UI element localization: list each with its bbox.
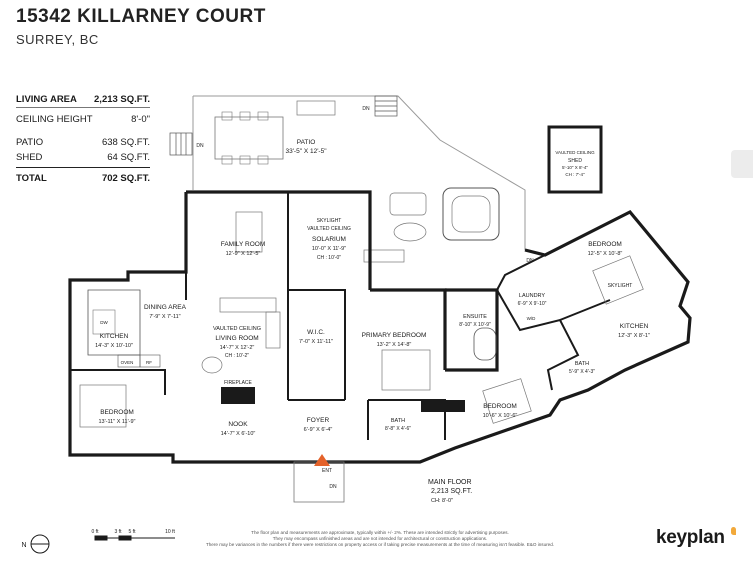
svg-text:BEDROOM: BEDROOM bbox=[588, 241, 622, 248]
svg-text:ENT: ENT bbox=[322, 468, 332, 474]
dining-table bbox=[235, 211, 263, 253]
svg-text:12'-5" X 10'-8": 12'-5" X 10'-8" bbox=[588, 251, 623, 257]
svg-text:W.I.C.: W.I.C. bbox=[307, 329, 325, 336]
sofa bbox=[219, 297, 277, 313]
svg-text:RF: RF bbox=[146, 360, 152, 365]
svg-text:CH : 7'-4": CH : 7'-4" bbox=[565, 172, 585, 177]
svg-text:8'-10" X 10'-9": 8'-10" X 10'-9" bbox=[459, 322, 491, 328]
svg-text:DW: DW bbox=[100, 320, 108, 325]
svg-text:NOOK: NOOK bbox=[228, 421, 248, 428]
bed-primary bbox=[381, 349, 431, 391]
svg-text:5'-9" X 4'-3": 5'-9" X 4'-3" bbox=[569, 369, 595, 375]
svg-text:KITCHEN: KITCHEN bbox=[620, 323, 649, 330]
svg-text:SHED: SHED bbox=[568, 158, 582, 164]
divider bbox=[16, 167, 150, 168]
svg-text:LIVING ROOM: LIVING ROOM bbox=[215, 335, 258, 342]
living-area-row: LIVING AREA 2,213 SQ.FT. bbox=[16, 94, 150, 105]
patio-row: PATIO 638 SQ.FT. bbox=[16, 137, 150, 148]
interior-walls bbox=[70, 192, 611, 440]
svg-text:7'-0" X 11'-11": 7'-0" X 11'-11" bbox=[299, 339, 333, 345]
svg-text:10'-6" X 10'-6": 10'-6" X 10'-6" bbox=[483, 413, 518, 419]
svg-text:2,213 SQ.FT.: 2,213 SQ.FT. bbox=[431, 488, 472, 495]
svg-text:PRIMARY BEDROOM: PRIMARY BEDROOM bbox=[362, 332, 427, 339]
svg-text:14'-3" X 10'-10": 14'-3" X 10'-10" bbox=[95, 343, 133, 349]
area-summary: LIVING AREA 2,213 SQ.FT. CEILING HEIGHT … bbox=[16, 92, 150, 186]
room-dims: 33'-5" X 12'-5" bbox=[285, 148, 327, 155]
svg-text:10'-0" X 11'-9": 10'-0" X 11'-9" bbox=[312, 246, 346, 252]
divider bbox=[16, 107, 150, 108]
svg-text:5 ft: 5 ft bbox=[129, 529, 137, 535]
svg-text:12'-3" X 8'-1": 12'-3" X 8'-1" bbox=[618, 333, 650, 339]
svg-text:VAULTED CEILING: VAULTED CEILING bbox=[307, 226, 351, 232]
keyplan-logo: keyplan bbox=[656, 527, 725, 548]
svg-text:W/D: W/D bbox=[527, 316, 536, 321]
entry-arrow-icon bbox=[314, 454, 330, 466]
bed-west bbox=[79, 384, 127, 428]
svg-text:12'-9" X 12'-5": 12'-9" X 12'-5" bbox=[226, 251, 261, 257]
svg-text:SKYLIGHT: SKYLIGHT bbox=[317, 218, 342, 224]
logo-accent-icon bbox=[731, 527, 736, 535]
patio-table bbox=[214, 116, 284, 160]
svg-text:FIREPLACE: FIREPLACE bbox=[224, 380, 252, 386]
svg-text:ENSUITE: ENSUITE bbox=[463, 314, 487, 320]
patio-outline bbox=[193, 95, 526, 250]
svg-text:MAIN FLOOR: MAIN FLOOR bbox=[428, 479, 472, 486]
svg-text:14'-7" X 12'-2": 14'-7" X 12'-2" bbox=[220, 345, 255, 351]
svg-text:SKYLIGHT: SKYLIGHT bbox=[608, 283, 633, 289]
svg-text:7'-9" X 7'-11": 7'-9" X 7'-11" bbox=[149, 314, 180, 320]
svg-text:13'-2" X 14'-8": 13'-2" X 14'-8" bbox=[377, 342, 412, 348]
bed-suite bbox=[592, 255, 644, 305]
svg-text:8'-8" X 4'-6": 8'-8" X 4'-6" bbox=[385, 426, 411, 432]
bed-south bbox=[482, 378, 532, 424]
svg-text:VAULTED CEILING: VAULTED CEILING bbox=[213, 326, 261, 332]
next-slide-arrow[interactable] bbox=[731, 150, 753, 178]
svg-text:LAUNDRY: LAUNDRY bbox=[519, 293, 546, 299]
svg-text:CH : 10'-2": CH : 10'-2" bbox=[225, 353, 249, 359]
property-address: 15342 KILLARNEY COURT bbox=[16, 6, 266, 27]
svg-text:N: N bbox=[21, 542, 26, 549]
entry-landing bbox=[293, 461, 345, 503]
ensuite-tub bbox=[473, 327, 497, 361]
svg-text:5'-10" X 8'-4": 5'-10" X 8'-4" bbox=[562, 165, 588, 170]
svg-text:OVEN: OVEN bbox=[121, 360, 134, 365]
svg-text:6'-9" X 9'-10": 6'-9" X 9'-10" bbox=[518, 301, 547, 307]
svg-text:BEDROOM: BEDROOM bbox=[100, 409, 134, 416]
svg-text:DN: DN bbox=[526, 258, 534, 264]
svg-text:FAMILY ROOM: FAMILY ROOM bbox=[221, 241, 266, 248]
svg-text:3 ft: 3 ft bbox=[115, 529, 123, 535]
room-name: PATIO bbox=[297, 139, 316, 146]
ceiling-height-row: CEILING HEIGHT 8'-0" bbox=[16, 114, 150, 125]
total-row: TOTAL 702 SQ.FT. bbox=[16, 173, 150, 184]
shed-row: SHED 64 SQ.FT. bbox=[16, 152, 150, 163]
svg-text:14'-7" X 6'-10": 14'-7" X 6'-10" bbox=[221, 431, 256, 437]
svg-text:SOLARIUM: SOLARIUM bbox=[312, 236, 346, 243]
svg-text:0 ft: 0 ft bbox=[92, 529, 100, 535]
svg-text:VAULTED CEILING: VAULTED CEILING bbox=[555, 150, 595, 155]
svg-text:KITCHEN: KITCHEN bbox=[100, 333, 129, 340]
svg-text:CH : 10'-0": CH : 10'-0" bbox=[317, 255, 341, 261]
svg-text:BEDROOM: BEDROOM bbox=[483, 403, 517, 410]
svg-text:6'-9" X 6'-4": 6'-9" X 6'-4" bbox=[304, 427, 333, 433]
svg-text:DINING AREA: DINING AREA bbox=[144, 304, 187, 311]
property-city: SURREY, BC bbox=[16, 32, 99, 47]
shed-outline bbox=[547, 125, 603, 194]
svg-text:BATH: BATH bbox=[575, 361, 589, 367]
disclaimer: The floor plan and measurements are appr… bbox=[205, 530, 555, 547]
fireplace-icon bbox=[221, 387, 255, 404]
svg-text:10 ft: 10 ft bbox=[165, 529, 175, 535]
closet-dark bbox=[421, 400, 465, 412]
scale-bar bbox=[94, 535, 175, 541]
svg-text:FOYER: FOYER bbox=[307, 417, 330, 424]
svg-text:BATH: BATH bbox=[391, 418, 405, 424]
svg-text:DN: DN bbox=[362, 106, 370, 112]
svg-text:DN: DN bbox=[196, 143, 204, 149]
svg-text:13'-11" X 11'-9": 13'-11" X 11'-9" bbox=[99, 419, 136, 425]
svg-text:CH: 8'-0": CH: 8'-0" bbox=[431, 498, 453, 504]
exterior-walls bbox=[68, 190, 692, 464]
stairs-left bbox=[169, 132, 193, 156]
hot-tub bbox=[442, 187, 500, 241]
stairs-top bbox=[374, 95, 398, 117]
svg-text:DN: DN bbox=[329, 484, 337, 490]
